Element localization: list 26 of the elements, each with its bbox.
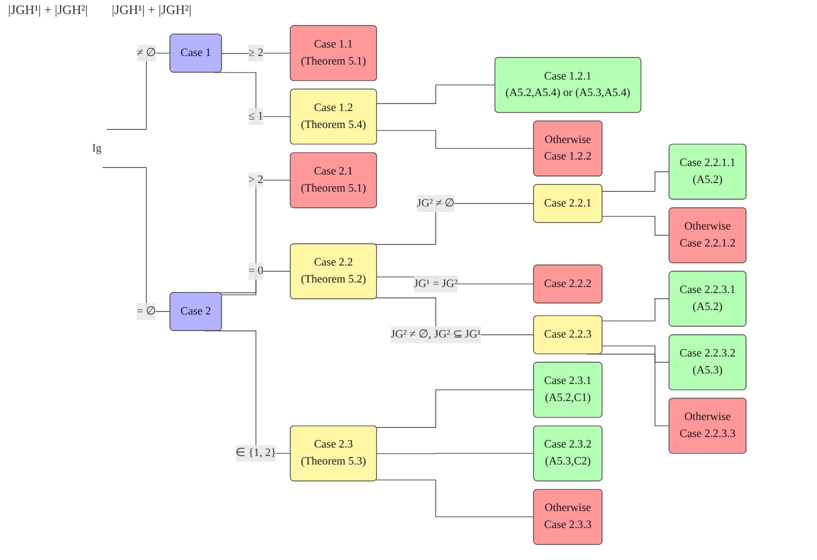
connector: [602, 346, 670, 363]
connector: [602, 298, 670, 322]
edge-label: ≥ 2: [248, 46, 264, 59]
trunk-label: |JGH¹| + |JGH²|: [112, 2, 192, 18]
connector: [602, 216, 670, 236]
edge-label: JG² ≠ ∅, JG² ⊆ JG¹: [390, 328, 481, 340]
connector: [602, 171, 670, 192]
edge-label: = ∅: [136, 305, 156, 318]
edge-label: ∈ {1, 2}: [236, 446, 276, 459]
connector: [376, 452, 534, 454]
node-text: Ig: [92, 142, 102, 154]
connector: [376, 84, 496, 104]
connector: [102, 167, 171, 312]
connector: [222, 52, 291, 54]
edge-label: ≠ ∅: [136, 46, 156, 59]
connector: [221, 270, 291, 296]
connector: [106, 52, 171, 130]
connector: [376, 480, 534, 518]
edge-label: JG² ≠ ∅: [416, 197, 455, 210]
connector: [376, 130, 534, 150]
edge-label: JG¹ = JG²: [414, 278, 458, 290]
connector: [376, 389, 534, 428]
edge-label: = 0: [248, 264, 264, 277]
trunk-label: |JGH¹| + |JGH²|: [8, 2, 88, 18]
edge-label: > 2: [248, 174, 264, 186]
edge-label: ≤ 1: [248, 110, 264, 122]
